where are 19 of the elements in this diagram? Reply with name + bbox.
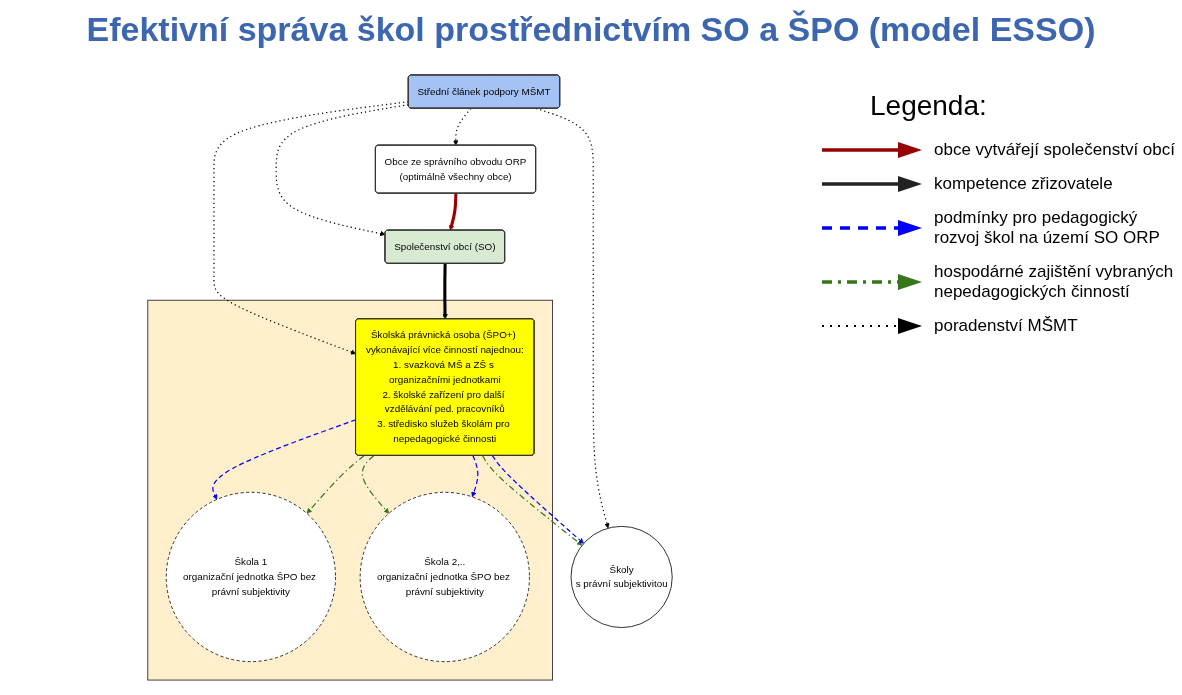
cluster <box>147 299 553 681</box>
node-circle: Školy s právní subjektivitou <box>570 525 673 628</box>
legend-text: obce vytvářejí společenství obcí <box>934 140 1175 160</box>
legend-text: poradenství MŠMT <box>934 316 1078 336</box>
arrow <box>306 455 365 514</box>
node-circle: Škola 1 organizační jednotka ŠPO bez právní subjektivity <box>165 491 336 663</box>
arrow <box>275 104 410 237</box>
arrow <box>213 101 410 355</box>
arrow <box>361 455 390 514</box>
legend-text: podmínky pro pedagogický rozvoj škol na území SO ORP <box>934 208 1161 248</box>
legend-heading: Legenda: <box>870 90 987 122</box>
node-circle: Škola 2,.. organizační jednotka ŠPO bez právní subjektivity <box>359 491 530 663</box>
diagram-title: Efektivní správa škol prostřednictvím SO a ŠPO (model ESSO) <box>85 10 1097 49</box>
legend-text: hospodárné zajištění vybraných nepedagogických činností <box>934 262 1175 302</box>
arrow <box>448 193 458 231</box>
arrow <box>212 419 357 500</box>
legend-text: kompetence zřizovatele <box>934 174 1113 194</box>
arrow <box>471 455 479 498</box>
arrow <box>442 263 448 320</box>
